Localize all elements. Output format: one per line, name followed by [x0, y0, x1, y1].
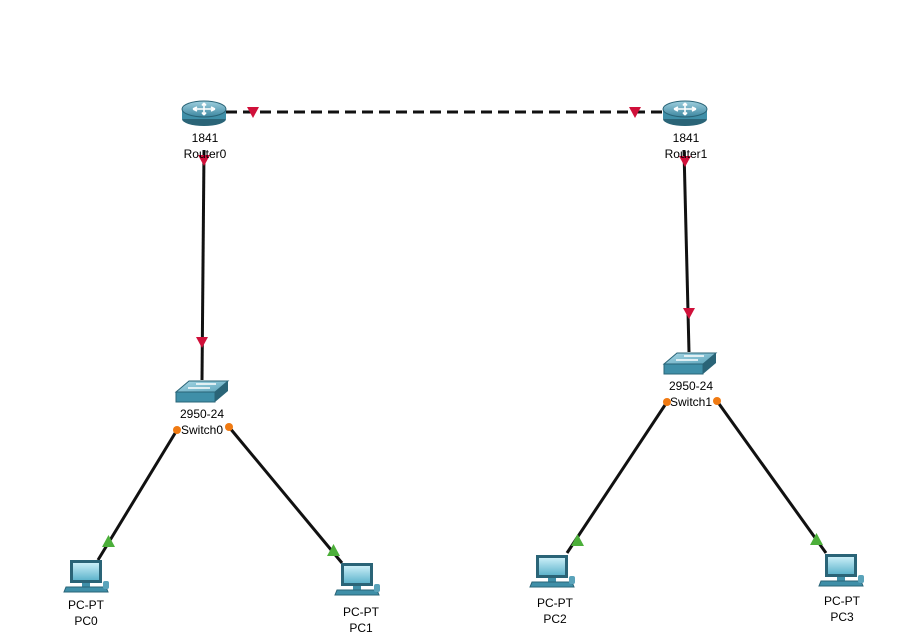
device-name-label: PC2	[543, 612, 567, 626]
device-model-label: PC-PT	[343, 605, 380, 619]
pc-icon	[334, 563, 380, 596]
port-down-indicator	[196, 337, 208, 348]
device-labels: 1841 Router0 1841 Router1 2950-24 Switch…	[68, 131, 861, 635]
port-negotiating-indicator	[173, 426, 181, 434]
router-icon	[662, 100, 708, 126]
port-down-indicator	[683, 308, 695, 319]
port-negotiating-indicator	[663, 398, 671, 406]
switch1[interactable]	[662, 352, 718, 375]
device-name-label: PC3	[830, 610, 854, 624]
router0[interactable]	[181, 100, 227, 126]
link-switch1-pc2[interactable]	[565, 401, 669, 554]
router1[interactable]	[662, 100, 708, 126]
port-down-indicator	[198, 155, 210, 166]
device-name-label: Switch1	[670, 395, 712, 409]
links	[96, 110, 828, 564]
pc-icon	[63, 560, 109, 593]
pc-icon	[818, 554, 864, 587]
switch-icon	[662, 352, 718, 375]
port-negotiating-indicator	[225, 423, 233, 431]
pc-icon	[529, 555, 575, 588]
pc1[interactable]	[334, 563, 380, 596]
port-up-indicator	[810, 533, 823, 545]
device-model-label: PC-PT	[68, 598, 105, 612]
switch-icon	[174, 380, 230, 403]
switch0[interactable]	[174, 380, 230, 403]
device-model-label: PC-PT	[537, 596, 574, 610]
device-name-label: PC1	[349, 621, 373, 635]
link-router1-switch1[interactable]	[682, 149, 691, 353]
port-indicators	[102, 107, 823, 556]
link-switch0-pc1[interactable]	[227, 426, 344, 564]
pc0[interactable]	[63, 560, 109, 593]
port-up-indicator	[102, 535, 115, 547]
router-icon	[181, 100, 227, 126]
device-name-label: Switch0	[181, 423, 223, 437]
port-down-indicator	[679, 156, 691, 167]
device-model-label: 2950-24	[180, 407, 224, 421]
port-down-indicator	[629, 107, 641, 118]
device-model-label: 1841	[192, 131, 219, 145]
device-model-label: 1841	[673, 131, 700, 145]
link-switch1-pc3[interactable]	[715, 400, 828, 554]
port-negotiating-indicator	[713, 397, 721, 405]
port-down-indicator	[247, 107, 259, 118]
device-model-label: 2950-24	[669, 379, 713, 393]
device-name-label: PC0	[74, 614, 98, 628]
port-up-indicator	[571, 534, 584, 546]
device-name-label: Router1	[665, 147, 708, 161]
port-up-indicator	[327, 544, 340, 556]
pc3[interactable]	[818, 554, 864, 587]
device-name-label: Router0	[184, 147, 227, 161]
pc2[interactable]	[529, 555, 575, 588]
link-switch0-pc0[interactable]	[96, 429, 179, 561]
device-model-label: PC-PT	[824, 594, 861, 608]
